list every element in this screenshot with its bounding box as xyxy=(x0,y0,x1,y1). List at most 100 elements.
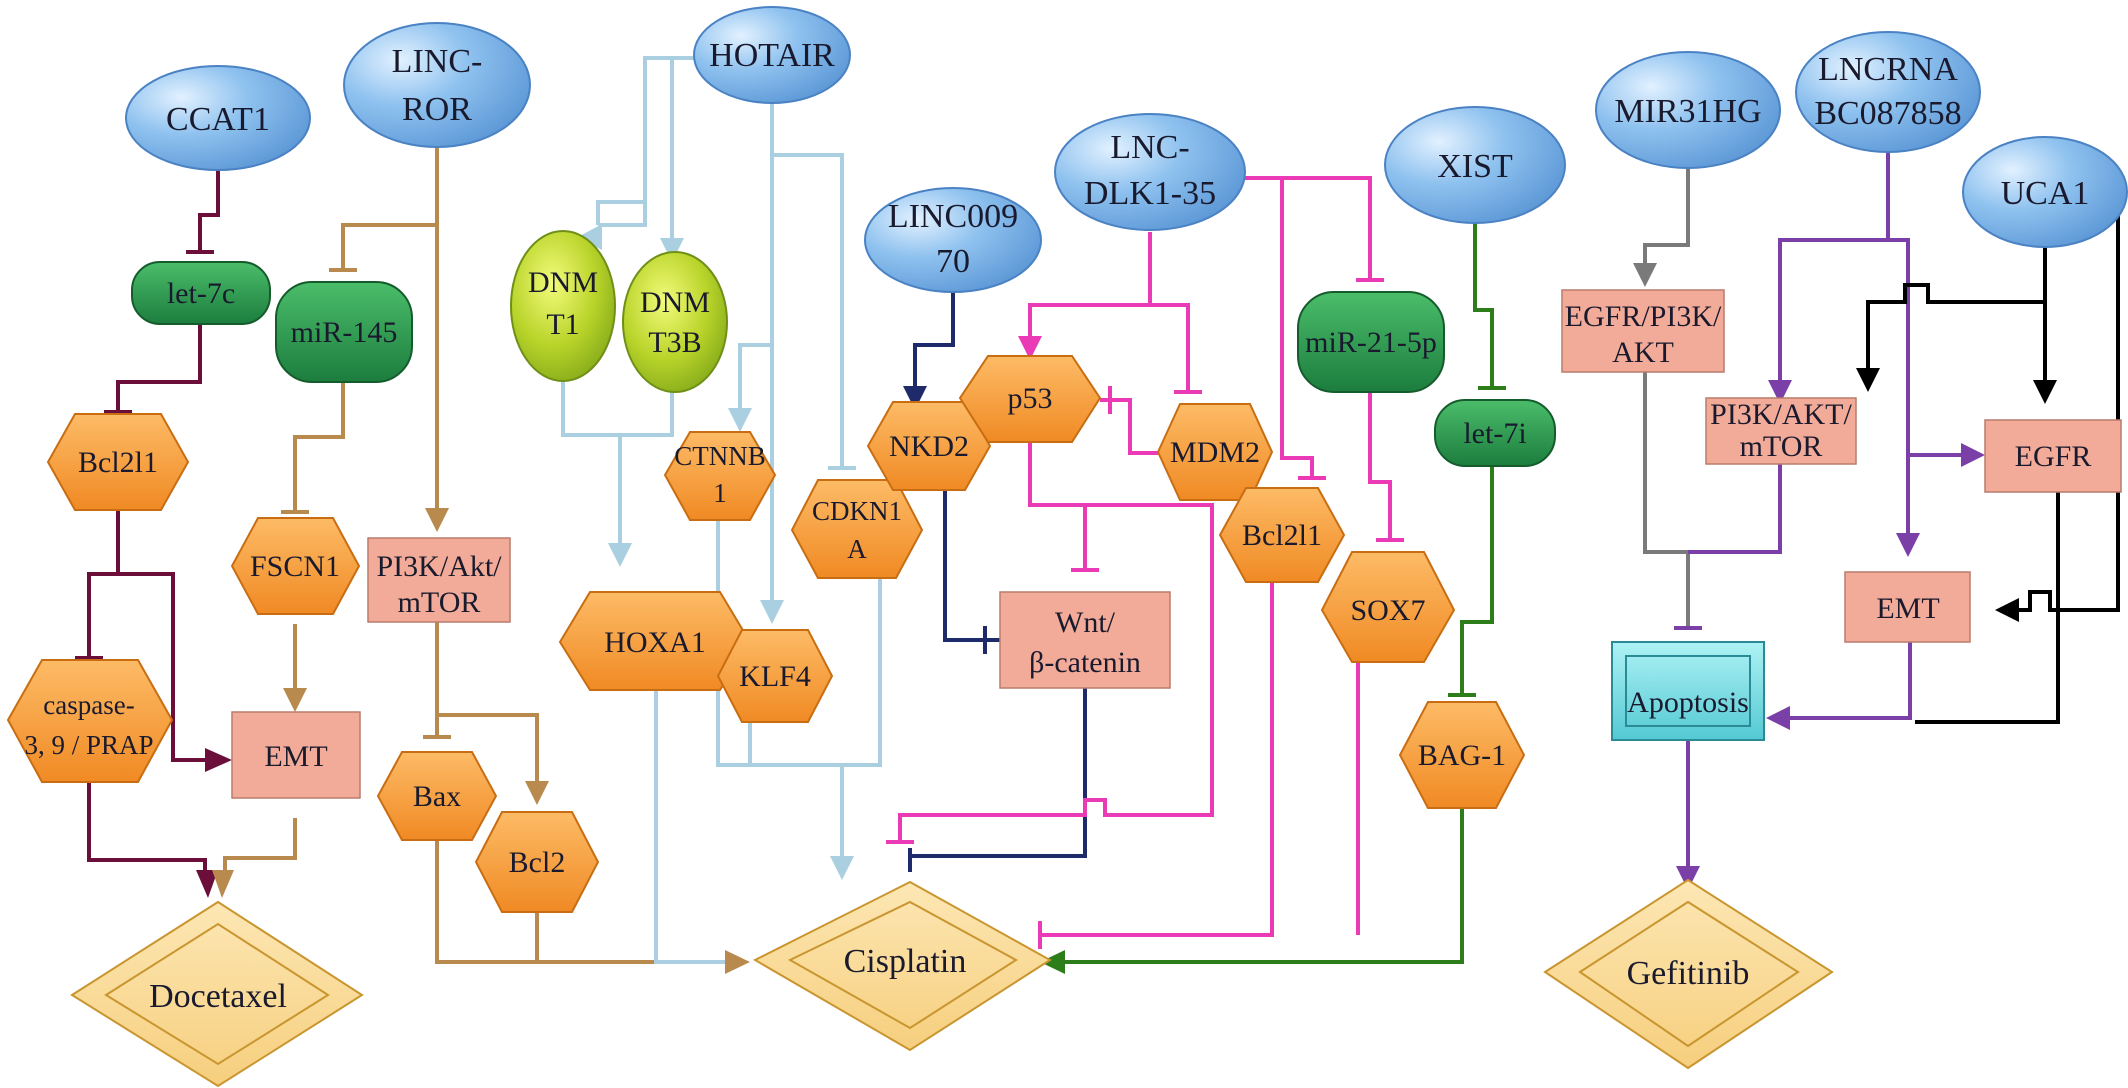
label-let7i-line1: let-7i xyxy=(1463,417,1526,450)
edge-emt-docetaxel xyxy=(223,818,297,880)
linc00970-edges xyxy=(908,285,1087,872)
node-egfr[interactable]: EGFR xyxy=(1984,419,2122,493)
node-linc-ror[interactable]: LINC- ROR xyxy=(343,22,531,148)
label-egfr: EGFR xyxy=(2015,440,2092,473)
node-bax[interactable]: Bax xyxy=(376,751,498,841)
edge-xist-let7i xyxy=(1473,218,1494,388)
label-pi3k-left-line2: mTOR xyxy=(398,586,481,619)
arrow-emt-a xyxy=(205,748,232,772)
linc-ror-edges xyxy=(223,145,725,964)
label-ccat1-line1: CCAT1 xyxy=(166,101,270,138)
node-fscn1[interactable]: FSCN1 xyxy=(230,517,361,615)
edge-nkd2-wnt xyxy=(943,488,1000,642)
node-dnmt3b[interactable]: DNM T3B xyxy=(622,251,728,393)
arrow-emt-black xyxy=(1995,598,2019,622)
node-apoptosis[interactable]: Apoptosis xyxy=(1611,641,1765,741)
arrow-dnmt1 xyxy=(578,224,602,250)
edge-wnt-cisplatin xyxy=(908,688,1087,868)
edge-cdkn1a-cisplatin xyxy=(842,575,882,767)
node-bag1[interactable]: BAG-1 xyxy=(1398,701,1526,809)
node-emt-right[interactable]: EMT xyxy=(1844,571,1971,643)
edge-emt-apoptosis xyxy=(1780,642,1912,720)
node-ccat1[interactable]: CCAT1 xyxy=(125,65,311,171)
label-bcl2l1-right: Bcl2l1 xyxy=(1242,519,1322,552)
node-pi3k-akt-mtor-right[interactable]: PI3K/AKT/ mTOR xyxy=(1705,397,1857,465)
node-gefitinib[interactable]: Gefitinib xyxy=(1543,878,1834,1070)
arrow-cisplatin-hotair xyxy=(830,856,854,880)
node-pi3k-akt-mtor-left[interactable]: PI3K/Akt/ mTOR xyxy=(367,537,511,623)
edge-let7c-bcl2l1 xyxy=(116,320,202,412)
edge-caspase-docetaxel xyxy=(87,782,207,880)
node-hoxa1[interactable]: HOXA1 xyxy=(558,591,752,691)
label-mir31hg-line1: MIR31HG xyxy=(1614,93,1761,130)
node-uca1[interactable]: UCA1 xyxy=(1962,136,2128,248)
label-dnmt1-line1: DNM xyxy=(528,266,598,299)
node-wnt-beta-catenin[interactable]: Wnt/ β-catenin xyxy=(999,591,1171,689)
edge-egfr-apoptosis-black xyxy=(1915,480,2060,724)
node-hotair[interactable]: HOTAIR xyxy=(693,6,851,104)
arrow-egfr-pi3k xyxy=(1633,263,1657,287)
edge-let7i-bag1 xyxy=(1460,462,1494,695)
edge-dnmt1-hoxa1 xyxy=(561,375,622,555)
node-mir-21-5p[interactable]: miR-21-5p xyxy=(1297,291,1445,393)
label-cdkn1a-line2: A xyxy=(847,534,867,564)
label-fscn1: FSCN1 xyxy=(250,550,340,583)
node-docetaxel[interactable]: Docetaxel xyxy=(70,900,364,1088)
edge-dlk-mir21 xyxy=(1282,176,1372,280)
label-mir21-line1: miR-21-5p xyxy=(1305,326,1437,359)
node-klf4[interactable]: KLF4 xyxy=(716,629,834,723)
edge-mir21-sox7 xyxy=(1368,375,1392,540)
label-nkd2: NKD2 xyxy=(889,430,969,463)
node-let-7i[interactable]: let-7i xyxy=(1434,399,1556,467)
label-pi3k-right-line1: PI3K/AKT/ xyxy=(1710,398,1852,431)
node-caspase[interactable]: caspase- 3, 9 / PRAP xyxy=(6,659,174,783)
node-dnmt1[interactable]: DNM T1 xyxy=(510,230,616,382)
node-bcl2l1-left[interactable]: Bcl2l1 xyxy=(46,413,190,511)
node-egfr-pi3k-akt[interactable]: EGFR/PI3K/ AKT xyxy=(1561,289,1725,373)
node-xist[interactable]: XIST xyxy=(1384,106,1566,224)
node-emt-left[interactable]: EMT xyxy=(231,711,361,799)
label-docetaxel: Docetaxel xyxy=(149,978,287,1015)
node-mir31hg[interactable]: MIR31HG xyxy=(1595,51,1781,169)
arrow-egfr-black xyxy=(2033,380,2057,404)
lnc-dlk1-edges xyxy=(886,176,1404,949)
arrow-ctnnb1 xyxy=(728,408,752,432)
node-lncrna-bc087858[interactable]: LNCRNA BC087858 xyxy=(1795,31,1981,153)
node-sox7[interactable]: SOX7 xyxy=(1320,551,1456,663)
label-pi3k-left-line1: PI3K/Akt/ xyxy=(376,550,502,583)
label-gefitinib: Gefitinib xyxy=(1627,955,1750,992)
node-bcl2l1-right[interactable]: Bcl2l1 xyxy=(1218,487,1346,583)
edge-dlk-bcl2l1 xyxy=(1225,176,1314,478)
arrow-nkd2 xyxy=(903,386,927,410)
node-nkd2[interactable]: NKD2 xyxy=(866,401,992,491)
node-lnc-dlk1-35[interactable]: LNC- DLK1-35 xyxy=(1054,113,1246,231)
mir31hg-edges xyxy=(1643,165,1690,628)
label-emt-left: EMT xyxy=(264,740,327,773)
uca1-edges xyxy=(1866,190,2120,724)
arrow-pi3k-b xyxy=(1768,380,1792,404)
edge-mir145-fscn1 xyxy=(293,382,345,512)
node-bcl2[interactable]: Bcl2 xyxy=(474,811,600,913)
edge-hotair-trunk xyxy=(770,100,844,468)
node-cdkn1a[interactable]: CDKN1 A xyxy=(790,479,924,579)
arrow-docetaxel-ror xyxy=(212,870,234,898)
label-lncrna-bc-line1: LNCRNA xyxy=(1818,51,1958,88)
node-ctnnb1[interactable]: CTNNB 1 xyxy=(663,431,777,521)
label-bag1: BAG-1 xyxy=(1418,739,1506,772)
node-cisplatin[interactable]: Cisplatin xyxy=(752,880,1052,1052)
node-mir-145[interactable]: miR-145 xyxy=(275,281,413,383)
nodes: CCAT1 LINC- ROR HOTAIR LINC009 70 LNC- D… xyxy=(6,6,2128,1088)
node-mdm2[interactable]: MDM2 xyxy=(1156,403,1274,501)
arrow-hoxa1 xyxy=(608,543,632,567)
node-linc00970[interactable]: LINC009 70 xyxy=(864,187,1042,293)
node-let-7c[interactable]: let-7c xyxy=(131,261,271,325)
edge-ccat1-let7c xyxy=(198,165,220,252)
label-let7c-line1: let-7c xyxy=(167,277,235,310)
edge-p53-cisplatin-top xyxy=(898,503,1214,842)
edge-dlk-p53 xyxy=(1028,232,1152,348)
node-p53[interactable]: p53 xyxy=(958,355,1102,443)
label-bcl2: Bcl2 xyxy=(509,846,566,879)
arrowheads xyxy=(196,224,2057,974)
label-apoptosis: Apoptosis xyxy=(1627,686,1749,719)
edge-uca1-pi3k xyxy=(1866,240,2047,380)
